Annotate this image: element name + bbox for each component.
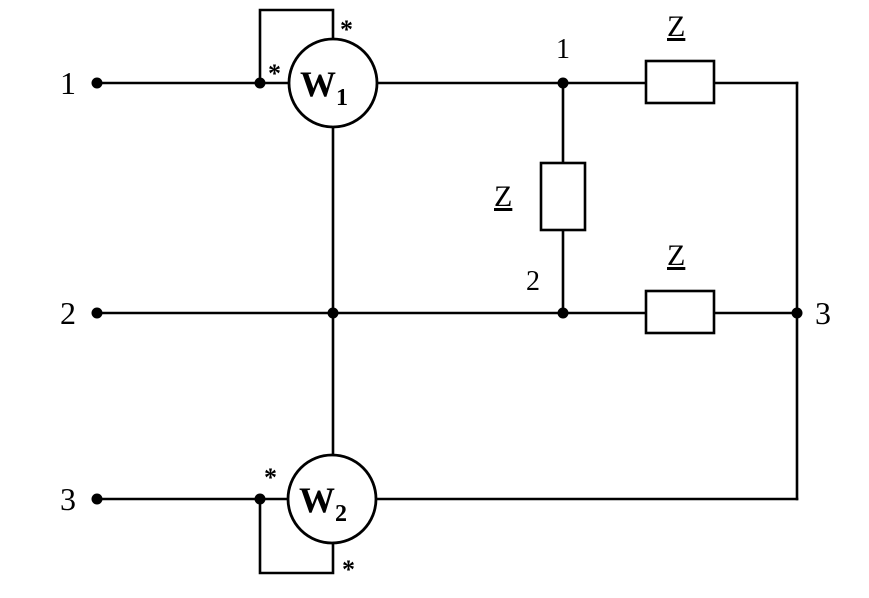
terminal-dot-1: [91, 77, 103, 89]
terminal-label-2: 2: [60, 295, 76, 331]
junction-dot-w1-coil: [254, 77, 266, 89]
wire-w1-coil-loop: [258, 8, 335, 85]
junction-dot-node1: [557, 77, 569, 89]
node-label-2: 2: [526, 266, 540, 297]
wattmeter-w2: W2: [286, 453, 378, 545]
terminal-dot-2: [91, 307, 103, 319]
impedance-label-middle: Z: [667, 239, 685, 272]
junction-dot-node2: [557, 307, 569, 319]
polarity-mark-w2-current: *: [264, 463, 277, 492]
wattmeter-w1-letter: W: [300, 64, 336, 104]
wire-w2-coil-loop: [258, 497, 335, 575]
terminal-label-3: 3: [60, 481, 76, 517]
impedance-label-vertical: Z: [494, 180, 512, 213]
wattmeter-w2-letter: W: [299, 480, 335, 520]
wattmeter-w1-circle: [287, 37, 379, 129]
wattmeter-w2-subscript: 2: [335, 501, 347, 527]
impedance-vertical: [539, 161, 587, 232]
junction-dot-line2-meters: [327, 307, 339, 319]
impedance-top: [644, 59, 716, 105]
terminal-label-1: 1: [60, 65, 76, 101]
wattmeter-w1: W1: [287, 37, 379, 129]
junction-dot-node3: [791, 307, 803, 319]
impedance-label-top: Z: [667, 10, 685, 43]
svg-text:W1: W1: [300, 64, 348, 111]
node-label-3: 3: [815, 295, 831, 331]
wattmeter-w2-circle: [286, 453, 378, 545]
polarity-mark-w2-voltage: *: [342, 555, 355, 584]
impedance-middle: [644, 289, 716, 335]
node-label-1: 1: [556, 34, 570, 65]
polarity-mark-w1-current: *: [268, 59, 281, 88]
terminal-dot-3: [91, 493, 103, 505]
wattmeter-w1-subscript: 1: [336, 85, 348, 111]
junction-dot-w2-coil: [254, 493, 266, 505]
polarity-mark-w1-voltage: *: [340, 15, 353, 44]
svg-text:W2: W2: [299, 480, 347, 527]
